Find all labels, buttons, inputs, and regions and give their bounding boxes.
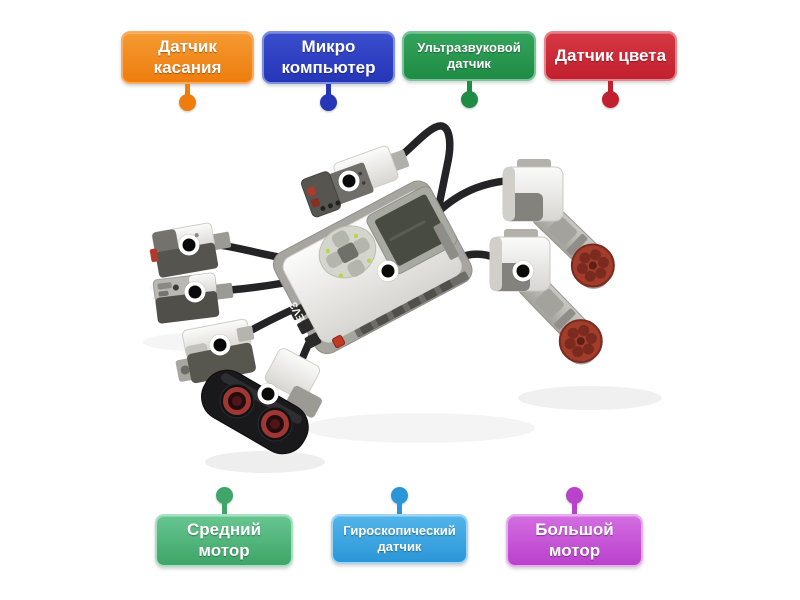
label-pin-dot	[602, 91, 619, 108]
label-pin-dot	[566, 487, 583, 504]
label-text: Датчик цвета	[554, 45, 667, 65]
label-touch-sensor[interactable]: Датчик касания	[121, 31, 254, 112]
ultrasonic-sensor	[201, 348, 322, 455]
label-text: Большой мотор	[535, 520, 614, 560]
label-pin-stem	[572, 502, 577, 514]
ultrasonic-eye-right	[257, 406, 293, 442]
label-text: Датчик касания	[153, 37, 222, 77]
label-text: Средний мотор	[186, 520, 262, 560]
marker-brick[interactable]	[377, 260, 399, 282]
label-box: Гироскопический датчик	[331, 514, 468, 564]
label-pin-stem	[185, 84, 190, 97]
marker-ultrasonic-sensor[interactable]	[257, 383, 279, 405]
label-pin-stem	[397, 502, 402, 514]
large-motor-bottom	[489, 229, 603, 365]
label-text: Ультразвуковой датчик	[417, 40, 521, 71]
marker-left-sensor-3[interactable]	[209, 334, 231, 356]
label-pin-dot	[320, 94, 337, 112]
marker-top-sensor[interactable]	[338, 170, 360, 192]
ultrasonic-eye-left	[219, 383, 255, 419]
marker-left-sensor-1[interactable]	[178, 234, 200, 256]
label-pin-stem	[608, 81, 613, 93]
label-box: Микро компьютер	[262, 31, 395, 85]
marker-left-sensor-2[interactable]	[184, 281, 206, 303]
label-pin-dot	[179, 94, 196, 112]
label-box: Датчик касания	[121, 31, 254, 85]
label-pin-dot	[391, 487, 408, 504]
label-pin-dot	[460, 91, 478, 108]
large-motor-top	[502, 159, 615, 289]
label-micro-computer[interactable]: Микро компьютер	[262, 31, 395, 112]
label-box: Большой мотор	[506, 514, 643, 568]
label-box: Средний мотор	[155, 514, 293, 568]
ev3-brick: EV3	[272, 180, 473, 355]
label-pin-stem	[326, 84, 331, 97]
label-pin-stem	[221, 502, 227, 514]
label-gyro-sensor[interactable]: Гироскопический датчик	[331, 487, 468, 564]
label-text: Микро компьютер	[281, 37, 376, 77]
label-pin-dot	[215, 487, 233, 504]
marker-large-motor[interactable]	[512, 260, 534, 282]
label-box: Ультразвуковой датчик	[402, 31, 536, 81]
label-text: Гироскопический датчик	[343, 523, 456, 554]
label-ultrasonic-sensor[interactable]: Ультразвуковой датчик	[402, 31, 536, 108]
label-medium-motor[interactable]: Средний мотор	[155, 487, 293, 568]
label-color-sensor[interactable]: Датчик цвета	[544, 31, 677, 108]
label-box: Датчик цвета	[544, 31, 677, 81]
label-pin-stem	[466, 81, 472, 93]
label-large-motor[interactable]: Большой мотор	[506, 487, 643, 568]
